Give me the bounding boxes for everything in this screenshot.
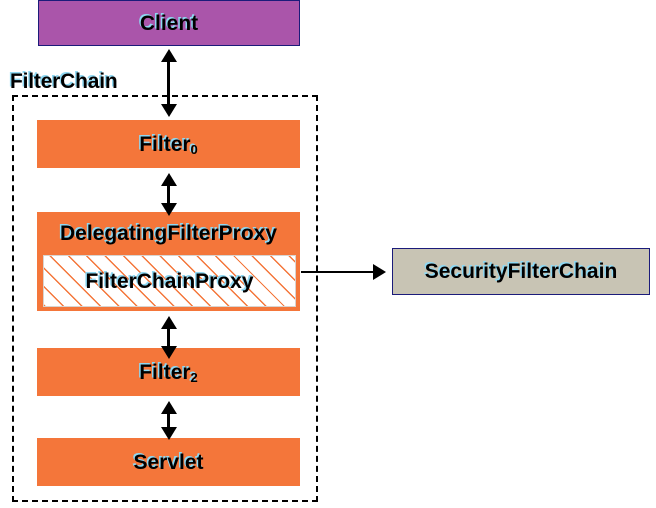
edge-shaft: [167, 327, 170, 349]
node-filter-chain-proxy-label: FilterChainProxy: [85, 269, 254, 293]
node-client[interactable]: Client: [21, 0, 300, 55]
node-servlet[interactable]: Servlet: [20, 438, 300, 495]
arrowhead-up: [161, 49, 177, 62]
node-client-label: Client: [139, 11, 199, 35]
node-security-filter-chain-label: SecurityFilterChain: [424, 260, 618, 283]
arrowhead-up: [161, 401, 177, 414]
node-delegating-filter-proxy-label: DelegatingFilterProxy: [59, 221, 278, 245]
node-delegating-filter-proxy[interactable]: DelegatingFilterProxy FilterChainProxy: [20, 212, 300, 320]
edge-shaft: [301, 271, 374, 273]
edge-shaft: [167, 412, 170, 430]
node-filter0-label: Filter0: [139, 132, 198, 158]
arrowhead-down: [161, 346, 177, 359]
filterchain-group-boundary: [12, 95, 318, 502]
arrowhead-down: [161, 427, 177, 440]
arrowhead-right: [373, 264, 386, 280]
arrowhead-down: [161, 104, 177, 117]
filterchain-group-label: FilterChain: [10, 70, 118, 93]
edge-shaft: [167, 184, 170, 206]
node-filter-chain-proxy[interactable]: FilterChainProxy: [43, 255, 296, 307]
node-servlet-label: Servlet: [133, 450, 204, 474]
node-filter2-subscript: 2: [190, 370, 198, 386]
node-filter0-subscript: 0: [190, 142, 198, 158]
edge-shaft: [167, 60, 170, 106]
arrowhead-up: [161, 316, 177, 329]
node-security-filter-chain[interactable]: SecurityFilterChain: [375, 248, 650, 304]
arrowhead-down: [161, 203, 177, 216]
arrowhead-up: [161, 173, 177, 186]
node-filter2-label: Filter2: [139, 360, 198, 386]
node-filter0[interactable]: Filter0: [20, 120, 300, 177]
